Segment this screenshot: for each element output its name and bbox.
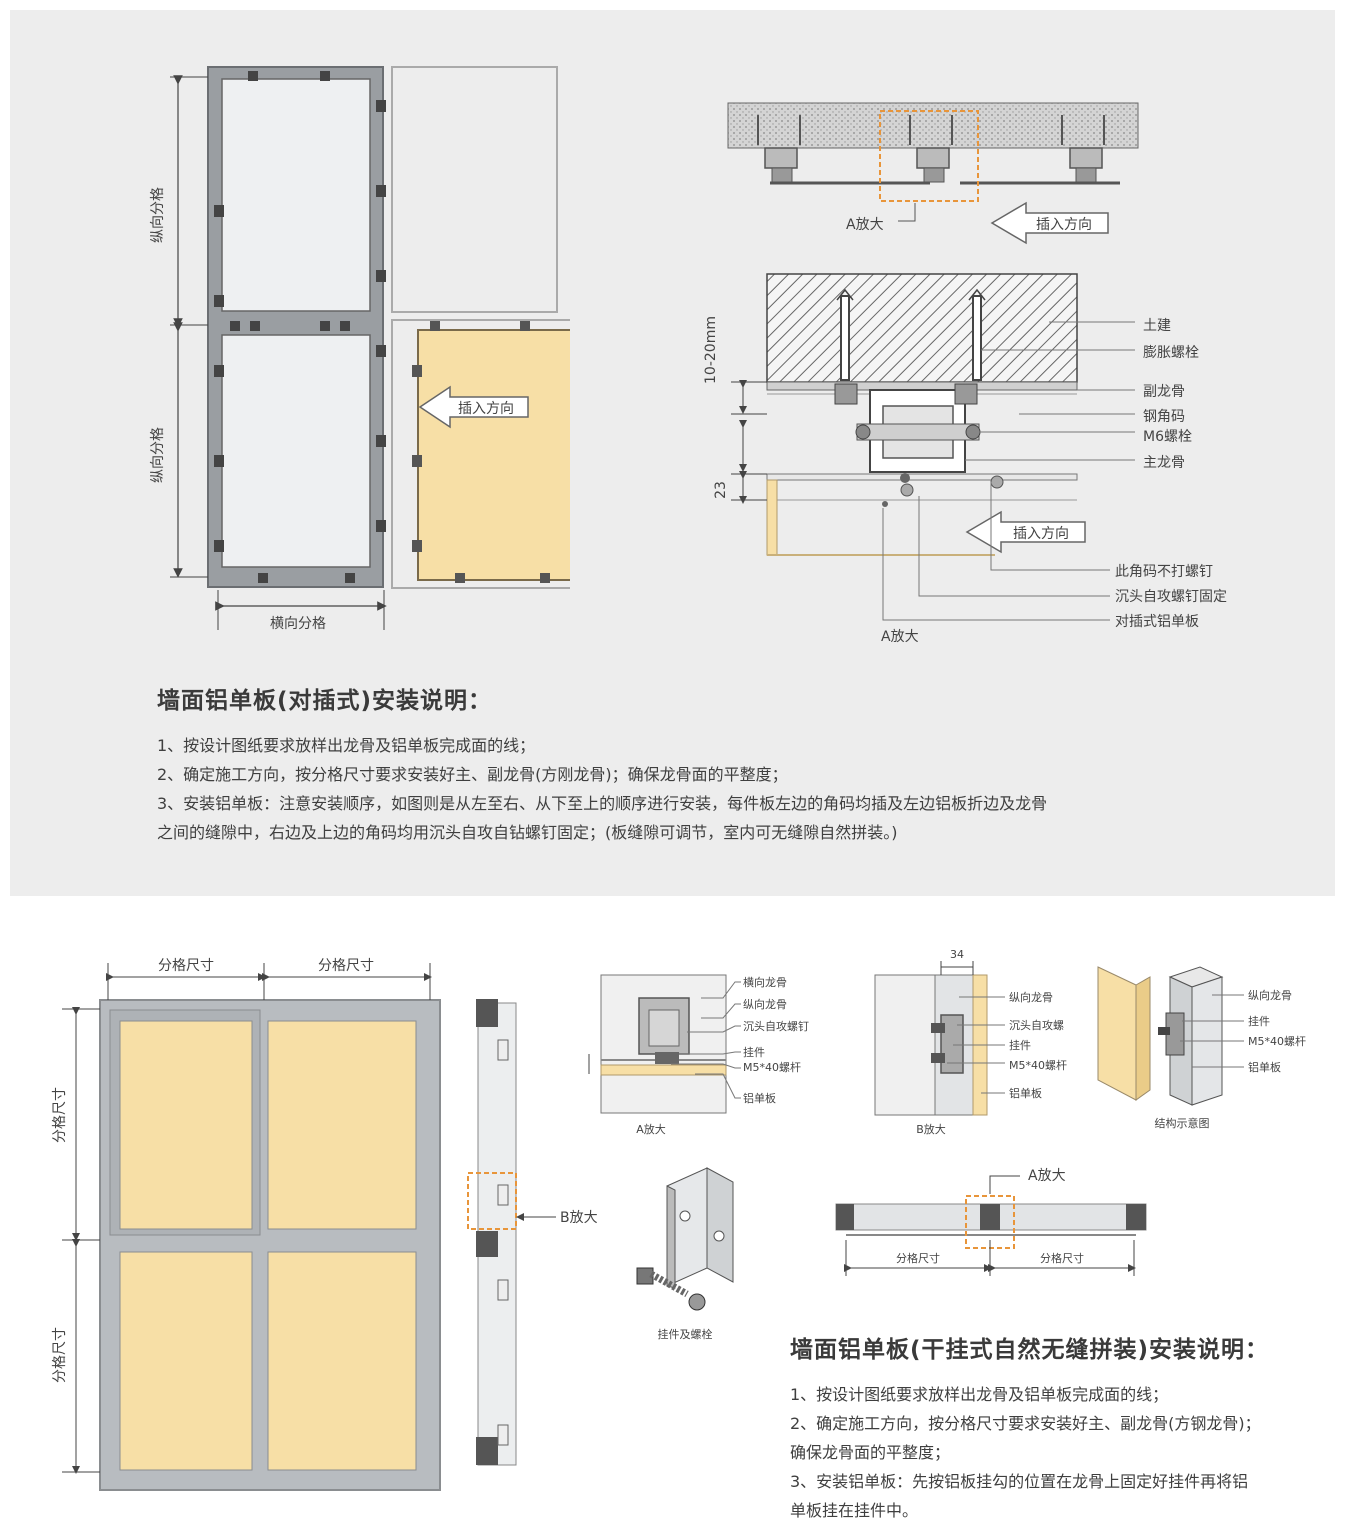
callout-tujian: 土建 [1143,318,1171,334]
grid-dim-top-2: 分格尺寸 [318,958,374,974]
top-plan-view: A放大 插入方向 [727,102,1139,245]
plan-bottom-zoom-label: A放大 [1028,1168,1066,1184]
b-callout-m5-rod: M5*40螺杆 [1009,1058,1067,1072]
bottom-side-section: B放大 [467,999,598,1466]
b-dim-34: 34 [950,948,964,961]
s-callout-panel: 铝单板 [1248,1060,1281,1074]
bottom-grid-elevation: 分格尺寸 分格尺寸 分格尺寸 分格尺寸 [52,958,441,1491]
top-instruction-line: 3、安装铝单板：注意安装顺序，如图则是从左至右、从下至上的顺序进行安装，每件板左… [157,794,1048,813]
plan-zoom-a-label: A放大 [846,217,884,233]
grid-dim-top-1: 分格尺寸 [158,958,214,974]
horizontal-grid-label: 横向分格 [270,616,326,632]
top-detail-section: 10-20mm 23 插入方向 土建 膨胀螺栓 副龙骨 钢角码 M6螺栓 主龙骨… [703,273,1227,645]
dim-10-20mm: 10-20mm [703,316,719,384]
a-callout-h-keel: 横向龙骨 [743,975,787,989]
b-caption: B放大 [916,1122,946,1136]
dim-23: 23 [713,481,729,499]
bottom-section-title: 墙面铝单板(干挂式自然无缝拼装)安装说明： [790,1337,1270,1363]
s-callout-hanger: 挂件 [1248,1014,1270,1028]
b-callout-screw: 沉头自攻螺 [1009,1018,1064,1032]
bottom-plan-view: A放大 分格尺寸 分格尺寸 [835,1168,1147,1276]
top-instruction-line: 1、按设计图纸要求放样出龙骨及铝单板完成面的线； [157,736,536,755]
callout-no-screw-angle: 此角码不打螺钉 [1115,563,1213,580]
callout-m6-bolt: M6螺栓 [1143,429,1192,445]
bottom-instruction-line: 确保龙骨面的平整度； [790,1443,951,1462]
b-zoom-label: B放大 [560,1210,598,1226]
bottom-instructions: 1、按设计图纸要求放样出龙骨及铝单板完成面的线； 2、确定施工方向，按分格尺寸要… [790,1380,1261,1525]
plan-insert-direction-label: 插入方向 [1036,217,1092,233]
detail-insert-direction-label: 插入方向 [1013,526,1069,542]
s-callout-m5-rod: M5*40螺杆 [1248,1034,1306,1048]
top-instructions: 1、按设计图纸要求放样出龙骨及铝单板完成面的线； 2、确定施工方向，按分格尺寸要… [157,731,1047,847]
callout-sub-keel: 副龙骨 [1143,384,1185,400]
bottom-detail-b: 34 纵向龙骨 沉头自攻螺 挂件 M5*40螺杆 铝单板 B放大 [874,948,1067,1136]
top-section-title: 墙面铝单板(对插式)安装说明： [157,688,493,714]
a-callout-hanger: 挂件 [743,1045,765,1059]
bottom-structure-schematic: 纵向龙骨 挂件 M5*40螺杆 铝单板 结构示意图 [1097,966,1306,1130]
grid-dim-left-1: 分格尺寸 [52,1087,68,1143]
a-caption: A放大 [636,1122,666,1136]
bottom-hardware-illustration: 挂件及螺栓 [636,1167,734,1341]
grid-dim-left-2: 分格尺寸 [52,1327,68,1383]
structure-caption: 结构示意图 [1155,1116,1210,1130]
callout-countersunk-screw: 沉头自攻螺钉固定 [1115,589,1227,605]
plan-bottom-dim-1: 分格尺寸 [896,1251,940,1265]
plan-bottom-dim-2: 分格尺寸 [1040,1251,1084,1265]
bottom-instruction-line: 2、确定施工方向，按分格尺寸要求安装好主、副龙骨(方钢龙骨)； [790,1414,1261,1433]
top-instruction-line: 之间的缝隙中，右边及上边的角码均用沉头自攻自钻螺钉固定；(板缝隙可调节，室内可无… [157,823,898,842]
insert-direction-label-left: 插入方向 [458,401,514,417]
callout-insert-panel: 对插式铝单板 [1115,614,1199,630]
a-callout-panel: 铝单板 [743,1091,776,1105]
bottom-instruction-line: 3、安装铝单板：先按铝板挂勾的位置在龙骨上固定好挂件再将铝 [790,1472,1249,1491]
b-callout-hanger: 挂件 [1009,1038,1031,1052]
hardware-caption: 挂件及螺栓 [658,1327,713,1341]
bottom-detail-a: 横向龙骨 纵向龙骨 沉头自攻螺钉 挂件 M5*40螺杆 铝单板 A放大 [588,974,809,1136]
s-callout-v-keel: 纵向龙骨 [1248,988,1292,1002]
a-callout-v-keel: 纵向龙骨 [743,997,787,1011]
a-callout-m5-rod: M5*40螺杆 [743,1060,801,1074]
vertical-grid-label-1: 纵向分格 [150,187,166,243]
callout-main-keel: 主龙骨 [1143,455,1185,471]
top-elevation-diagram: 插入方向 纵向分格 纵向分格 横向分格 [150,66,570,632]
callout-expansion-bolt: 膨胀螺栓 [1143,344,1199,361]
vertical-grid-label-2: 纵向分格 [150,427,166,483]
detail-zoom-a-label: A放大 [881,629,919,645]
bottom-instruction-line: 1、按设计图纸要求放样出龙骨及铝单板完成面的线； [790,1385,1169,1404]
callout-steel-angle: 钢角码 [1143,409,1185,425]
b-callout-panel: 铝单板 [1009,1086,1042,1100]
a-callout-screw: 沉头自攻螺钉 [743,1019,809,1033]
b-callout-v-keel: 纵向龙骨 [1009,990,1053,1004]
top-instruction-line: 2、确定施工方向，按分格尺寸要求安装好主、副龙骨(方刚龙骨)；确保龙骨面的平整度… [157,765,788,784]
bottom-instruction-line: 单板挂在挂件中。 [790,1501,919,1520]
